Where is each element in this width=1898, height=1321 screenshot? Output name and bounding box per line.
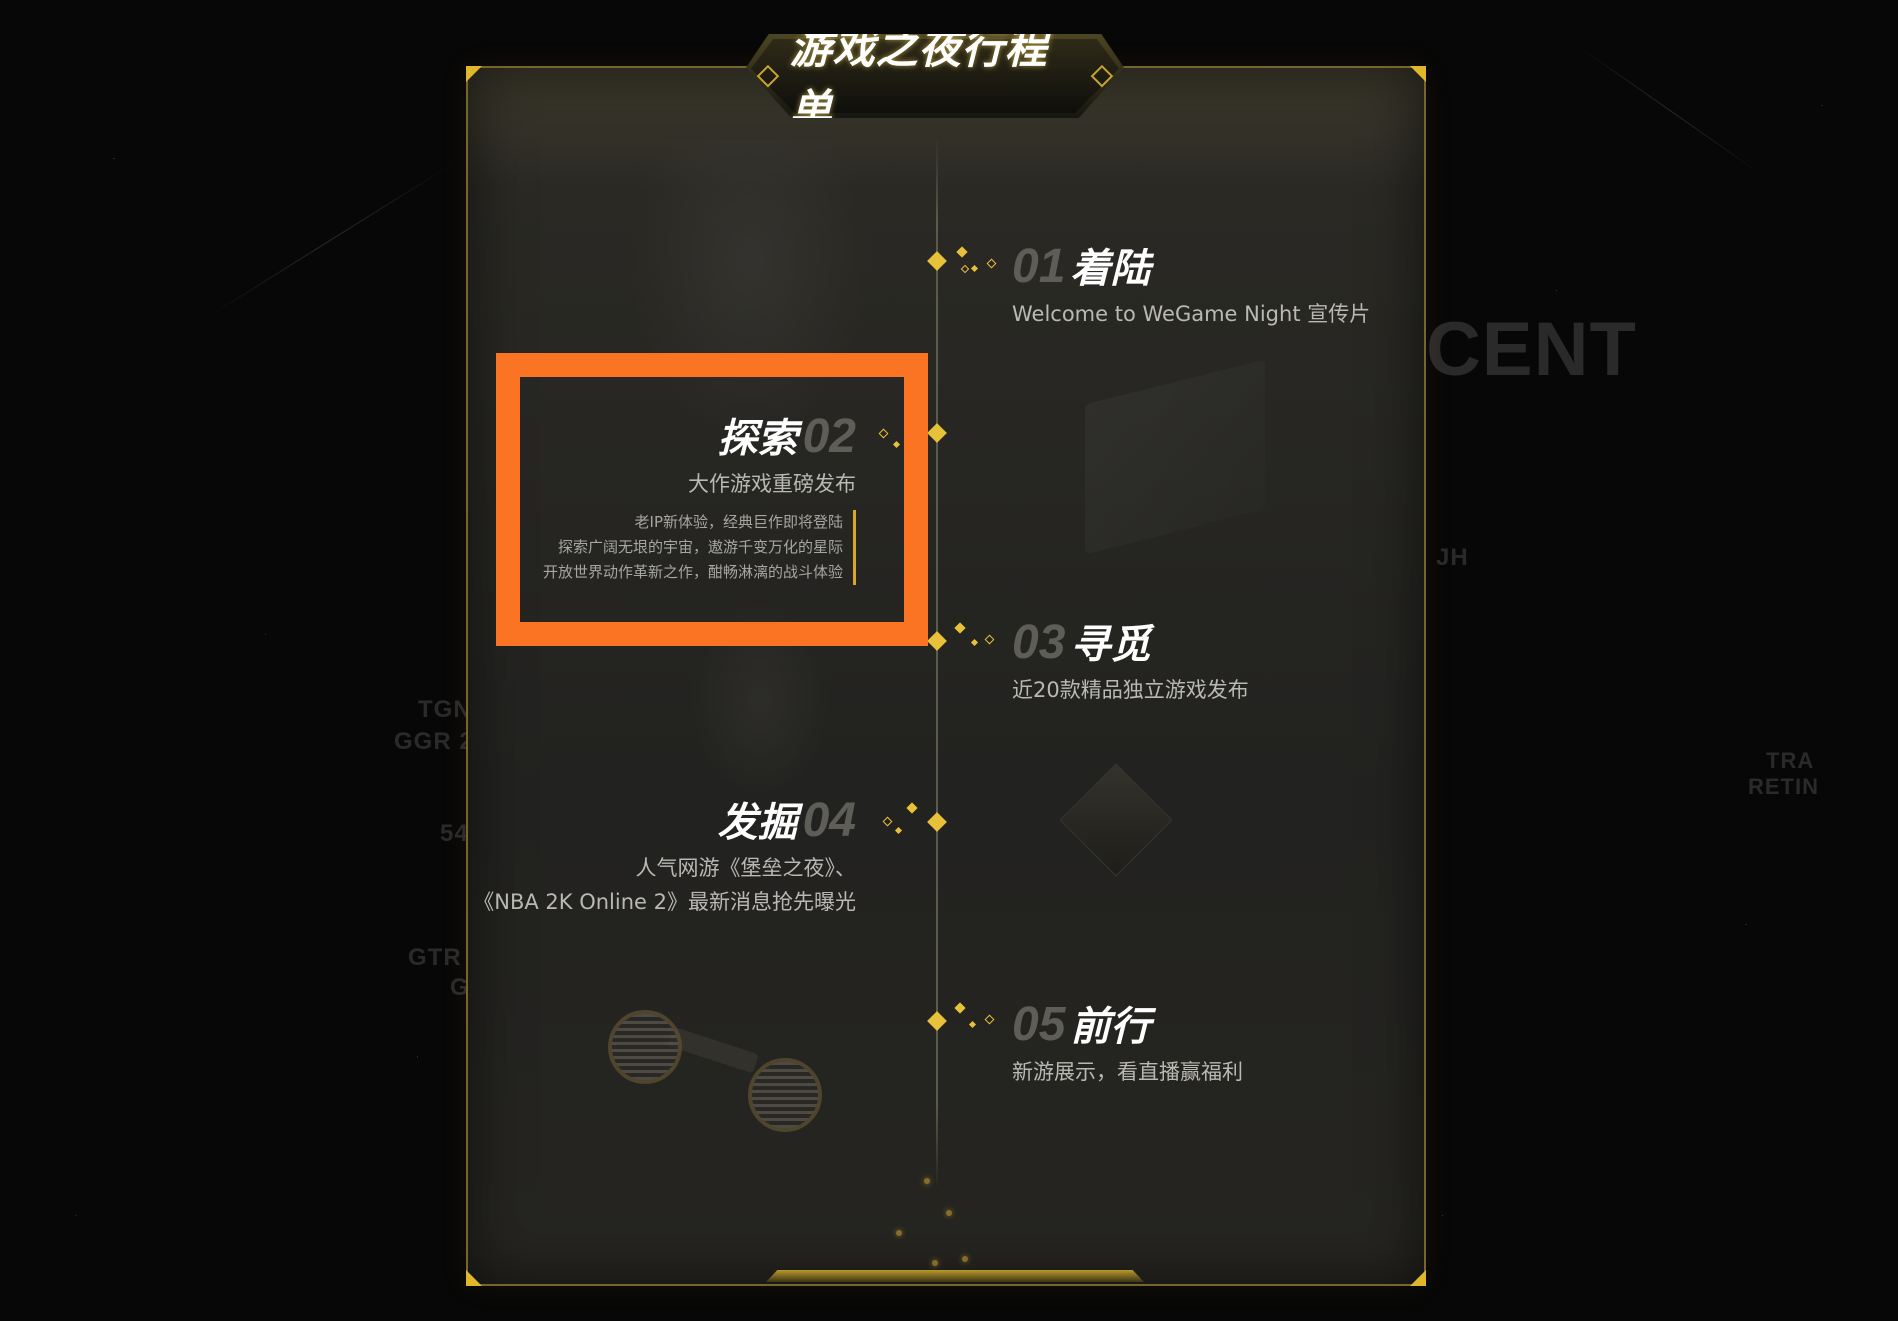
event-desc: 大作游戏重磅发布 [688, 472, 856, 496]
event-03: 03 寻觅 近20款精品独立游戏发布 [1012, 612, 1249, 704]
corner-ornament [466, 1270, 482, 1286]
glow-particle [962, 1256, 968, 1262]
event-title: 前行 [1070, 1004, 1151, 1050]
event-number: 02 [802, 410, 856, 463]
glow-particle [932, 1260, 938, 1266]
robot-art [630, 140, 870, 440]
event-heading: 探索 02 [543, 406, 856, 464]
highlight-box [496, 353, 928, 646]
event-bullet: 老IP新体验，经典巨作即将登陆 [634, 513, 843, 531]
title-banner: 游戏之夜行程单 [746, 34, 1124, 118]
bg-text-54: 54 [440, 820, 469, 847]
event-number: 04 [802, 794, 856, 847]
event-desc: 新游展示，看直播赢福利 [1012, 1060, 1243, 1084]
bg-text-g: G [450, 974, 470, 1001]
bottom-ornament [766, 1270, 1144, 1282]
event-heading: 发掘 04 [473, 790, 856, 848]
bg-text-cent: CENT [1426, 307, 1637, 392]
event-01: 01 着陆 Welcome to WeGame Night 宣传片 [1012, 236, 1370, 328]
event-title: 发掘 [717, 800, 798, 846]
event-title: 寻觅 [1070, 622, 1151, 668]
event-bullet: 开放世界动作革新之作，酣畅淋漓的战斗体验 [542, 563, 843, 581]
bg-text-gtr: GTR [408, 944, 462, 971]
event-desc: Welcome to WeGame Night 宣传片 [1012, 302, 1371, 326]
event-heading: 03 寻觅 [1012, 612, 1249, 670]
event-02: 探索 02 大作游戏重磅发布 老IP新体验，经典巨作即将登陆 探索广阔无垠的宇宙… [543, 406, 856, 585]
bike-wheel-art [608, 1010, 682, 1084]
event-number: 03 [1012, 616, 1066, 669]
event-desc: 近20款精品独立游戏发布 [1012, 678, 1249, 702]
event-bullet: 探索广阔无垠的宇宙，遨游千变万化的星际 [557, 538, 843, 556]
corner-ornament [1410, 1270, 1426, 1286]
event-number: 05 [1012, 998, 1066, 1051]
event-heading: 05 前行 [1012, 994, 1243, 1052]
corner-ornament [1410, 66, 1426, 82]
page-title: 游戏之夜行程单 [789, 24, 1048, 134]
event-title: 探索 [717, 416, 798, 462]
bg-text-tgn: TGN [418, 696, 472, 723]
bike-wheel-art [748, 1058, 822, 1132]
schedule-panel [466, 66, 1426, 1286]
glow-particle [946, 1210, 952, 1216]
bg-text-ggr: GGR 2 [394, 728, 474, 755]
event-heading: 01 着陆 [1012, 236, 1370, 294]
event-title: 着陆 [1070, 246, 1151, 292]
corner-ornament [466, 66, 482, 82]
panel-frame [466, 66, 1426, 1286]
event-04: 发掘 04 人气网游《堡垒之夜》、 《NBA 2K Online 2》最新消息抢… [473, 790, 856, 916]
bg-text-jh: JH [1436, 544, 1469, 571]
event-bullet-list: 老IP新体验，经典巨作即将登陆 探索广阔无垠的宇宙，遨游千变万化的星际 开放世界… [543, 510, 856, 585]
bg-text-retin: RETIN [1748, 774, 1819, 799]
glow-particle [896, 1230, 902, 1236]
event-number: 01 [1012, 240, 1066, 293]
timeline-line [936, 138, 938, 1188]
bg-text-tra: TRA [1766, 748, 1815, 773]
event-desc: 《NBA 2K Online 2》最新消息抢先曝光 [473, 890, 856, 914]
event-05: 05 前行 新游展示，看直播赢福利 [1012, 994, 1243, 1086]
glow-particle [924, 1178, 930, 1184]
event-desc: 人气网游《堡垒之夜》、 [635, 856, 857, 880]
